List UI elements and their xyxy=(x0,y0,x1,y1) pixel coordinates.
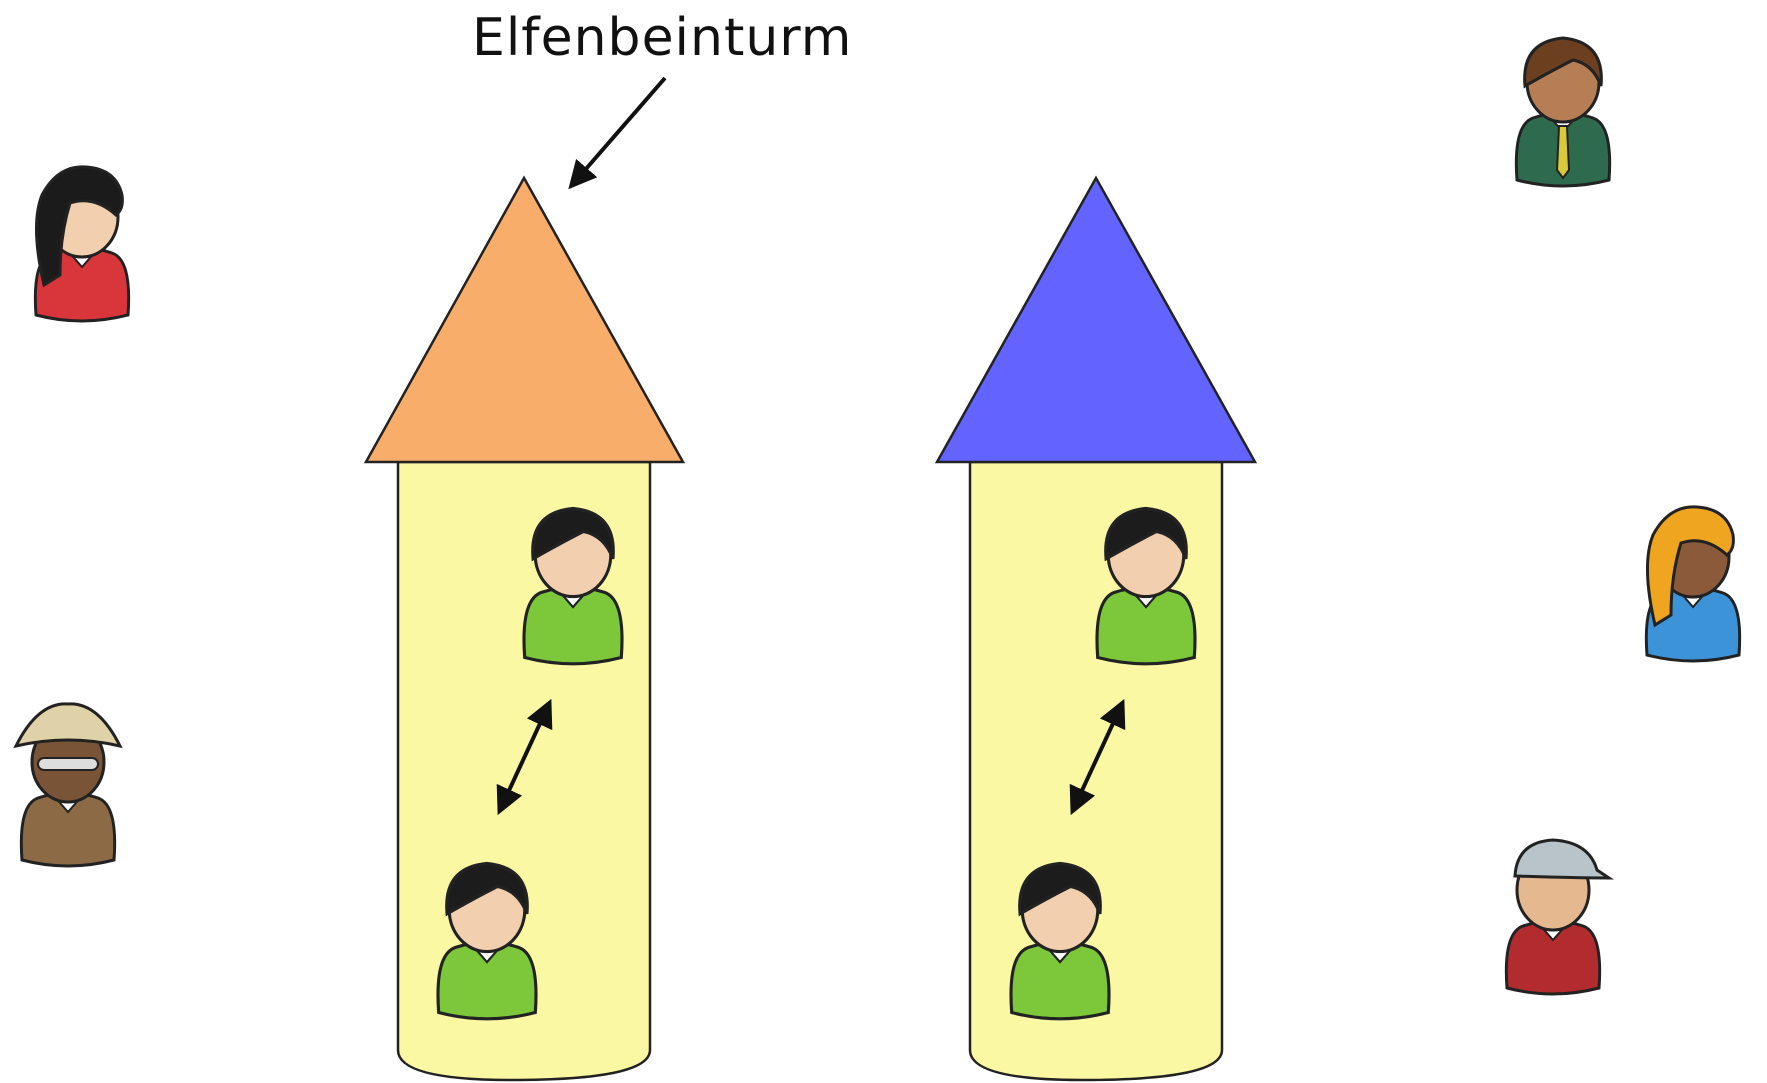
tower-left-resident-lower xyxy=(436,861,538,1021)
tower-left-roof xyxy=(363,175,686,464)
tower-left-resident-upper xyxy=(522,506,624,666)
tower-left-resident-connector xyxy=(496,698,553,816)
tower-right-resident-upper xyxy=(1095,506,1197,666)
woman-black-hair-red-shirt-icon xyxy=(33,165,131,323)
man-tie-green-suit-icon xyxy=(1514,36,1612,188)
woman-blonde-blue-shirt-icon xyxy=(1644,505,1742,663)
tower-right-resident-lower xyxy=(1009,861,1111,1021)
annotation-arrow xyxy=(568,76,667,190)
man-cap-red-shirt-icon xyxy=(1504,838,1614,996)
annotation-label: Elfenbeinturm xyxy=(472,8,853,68)
man-safari-hat-icon xyxy=(13,702,123,868)
tower-right-resident-connector xyxy=(1069,698,1126,816)
tower-right-roof xyxy=(934,175,1258,464)
